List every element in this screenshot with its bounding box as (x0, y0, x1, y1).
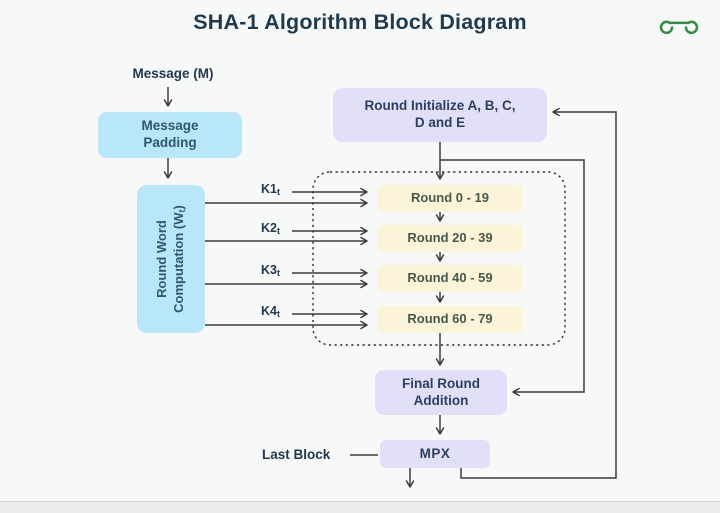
message-padding-text: Message Padding (141, 118, 199, 150)
round-initialize-text: Round Initialize A, B, C, D and E (364, 98, 516, 130)
k4-base: K4 (261, 304, 277, 318)
round-box-20-39: Round 20 - 39 (377, 225, 523, 252)
round-word-computation-text: Round Word Computation (Wt) (141, 189, 201, 329)
k1-label: K1t (261, 182, 299, 197)
k1-base: K1 (261, 182, 277, 196)
line-mpx-feedback-to-init (460, 107, 617, 479)
w-label-close: ) (170, 205, 186, 210)
geeksforgeeks-logo-icon (656, 12, 702, 42)
message-padding-box: Message Padding (98, 112, 242, 158)
round-word-computation-label: Round Word Computation (Wt) (154, 189, 189, 329)
k3-subscript: t (276, 268, 280, 278)
bottom-edge-bar (0, 501, 720, 513)
final-round-addition-box: Final Round Addition (375, 370, 507, 415)
round-box-40-59: Round 40 - 59 (377, 265, 523, 292)
k1-subscript: t (276, 187, 280, 197)
round-initialize-box: Round Initialize A, B, C, D and E (333, 88, 547, 142)
w-label-text: Round Word Computation (W (153, 212, 186, 313)
k4-subscript: t (276, 309, 280, 319)
final-round-addition-text: Final Round Addition (402, 375, 480, 408)
message-label: Message (M) (132, 66, 214, 81)
k3-base: K3 (261, 263, 277, 277)
mpx-box: MPX (380, 440, 490, 468)
k2-subscript: t (276, 226, 280, 236)
round-box-60-79: Round 60 - 79 (377, 306, 523, 333)
w-label-subscript: t (176, 209, 187, 213)
round-box-0-19: Round 0 - 19 (377, 185, 523, 212)
last-block-label: Last Block (262, 447, 331, 462)
k3-label: K3t (261, 263, 299, 278)
page-title: SHA-1 Algorithm Block Diagram (193, 10, 527, 34)
k2-label: K2t (261, 221, 299, 236)
k2-base: K2 (261, 221, 277, 235)
round-word-computation-box: Round Word Computation (Wt) (137, 185, 205, 333)
k4-label: K4t (261, 304, 299, 319)
